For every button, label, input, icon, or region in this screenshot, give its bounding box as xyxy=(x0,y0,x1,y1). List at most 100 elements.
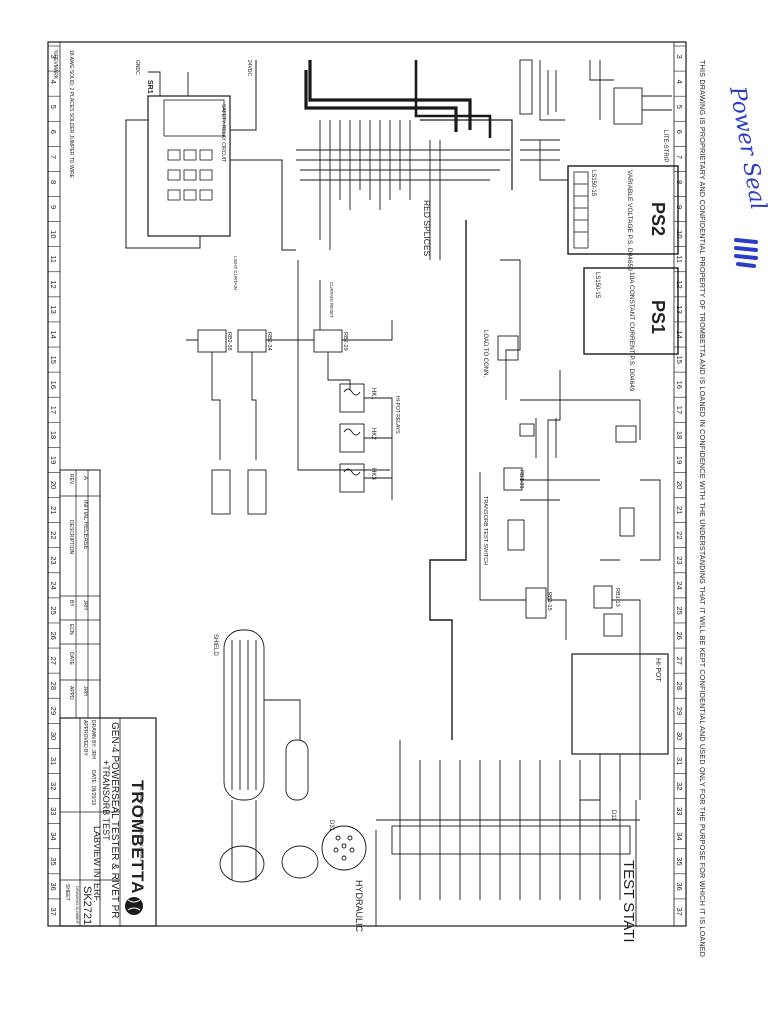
ruler-number: 15 xyxy=(49,356,58,364)
description-value: INITIAL RELEASE xyxy=(82,500,88,549)
hipot-relays xyxy=(339,383,393,500)
ruler-number: 16 xyxy=(49,381,58,389)
ruler-number: 10 xyxy=(675,230,684,238)
ruler-number: 24 xyxy=(675,581,684,589)
rev-value: A xyxy=(82,476,88,480)
hk1-label: HK1 xyxy=(370,388,376,400)
load-to-conn-label: LOAD TO CONN. xyxy=(482,330,488,377)
red-splices-label: RED SPLICES xyxy=(422,200,432,257)
ruler-number: 21 xyxy=(49,506,58,514)
ruler-number: 9 xyxy=(49,205,58,209)
light-curtain-label: LIGHT CURTAIN xyxy=(233,256,238,290)
ruler-number: 28 xyxy=(675,682,684,690)
rb1-13-label: RB1-13 xyxy=(614,588,620,607)
ruler-number: 20 xyxy=(49,481,58,489)
ruler-number: 35 xyxy=(49,857,58,865)
ruler-number: 29 xyxy=(675,707,684,715)
ruler-number: 16 xyxy=(675,381,684,389)
ruler-number: 8 xyxy=(675,180,684,184)
proprietary-notice: THIS DRAWING IS PROPRIETARY AND CONFIDEN… xyxy=(698,60,707,957)
ruler-number: 25 xyxy=(675,606,684,614)
ruler-number: 36 xyxy=(675,882,684,890)
ps1-title: PS1 xyxy=(648,300,668,334)
ruler-number: 27 xyxy=(675,657,684,665)
ruler-number: 13 xyxy=(675,305,684,313)
ruler-number: 32 xyxy=(49,782,58,790)
shield-label: SHIELD xyxy=(212,634,218,656)
approved-by: APPROVED BY xyxy=(82,720,88,757)
ruler-number: 36 xyxy=(49,882,58,890)
ruler-number: 19 xyxy=(49,456,58,464)
terminal-block-d11 xyxy=(375,740,640,926)
company-tagline: DC Power Solutions for a Harsh World xyxy=(139,784,144,861)
appd-value: JRH xyxy=(82,686,88,696)
hipot-label: HI-POT xyxy=(654,658,661,682)
handwritten-note: Power Seal xyxy=(724,84,768,212)
drawing-no-label: DRAWING NUMBER xyxy=(75,886,80,924)
by-value: JRH xyxy=(82,600,88,610)
ps2-power-supply: PS2 VARIABLE VOLTAGE P.S. D04650 LS150-1… xyxy=(567,165,679,271)
title-line-2: +TRANSORB TEST xyxy=(101,760,111,841)
ruler-number: 12 xyxy=(675,280,684,288)
ruler-number: 22 xyxy=(49,531,58,539)
ruler-number: 34 xyxy=(49,832,58,840)
drawing-date: DATE: 08/20/19 xyxy=(90,770,96,805)
ruler-number: 3 xyxy=(675,55,684,59)
light-strip-label: LITE-STRIP xyxy=(662,130,668,162)
test-station-label: TEST STATI xyxy=(620,860,637,943)
d31-label: D31 xyxy=(328,820,334,832)
gndc-label: GNDC xyxy=(134,60,140,75)
sheet-label: SHEET xyxy=(64,884,70,901)
drawing-number: SK2721 xyxy=(81,886,93,925)
transorb-switch-label: TRANSORB TEST SWITCH xyxy=(482,496,488,565)
company-logo-globe-icon xyxy=(125,897,143,915)
ruler-number: 30 xyxy=(49,732,58,740)
ecn-header: ECN xyxy=(68,624,74,635)
ruler-number: 9 xyxy=(675,205,684,209)
ps2-title: PS2 xyxy=(648,202,668,236)
hipot-relays-label: HI-POT RELAYS xyxy=(394,396,400,434)
safety-relay-sr1 xyxy=(125,60,296,251)
ruler-number: 23 xyxy=(49,556,58,564)
safety-relay-label: SAFETY RELAY CIRCUIT xyxy=(220,104,226,162)
curtain-reset-label: CURTAIN RESET xyxy=(329,282,334,318)
ruler-number: 5 xyxy=(675,105,684,109)
scribble-mark xyxy=(734,238,758,268)
v24dc-label: 24VDC xyxy=(246,60,252,77)
hk2-label: HK2 xyxy=(370,428,376,440)
ruler-number: 4 xyxy=(675,80,684,84)
ruler-number: 18 xyxy=(675,431,684,439)
by-header: BY xyxy=(68,600,74,607)
wire-note: 18 AWG SOLID, 2 PLACES SOLDER JUMPER TO … xyxy=(68,50,74,179)
ruler-number: 17 xyxy=(49,406,58,414)
rb1-15-label: RB1-15 xyxy=(546,592,552,611)
ruler-number: 27 xyxy=(49,657,58,665)
ruler-number: 21 xyxy=(675,506,684,514)
d11-label: D11 xyxy=(610,810,616,821)
ruler-number: 13 xyxy=(49,305,58,313)
ruler-number: 34 xyxy=(675,832,684,840)
ruler-number: 23 xyxy=(675,556,684,564)
ruler-number: 8 xyxy=(49,180,58,184)
title-line-3: LABVIEW INTERF. xyxy=(92,826,102,903)
ruler-number: 37 xyxy=(49,907,58,915)
ruler-number: 6 xyxy=(675,130,684,134)
ruler-number: 37 xyxy=(675,907,684,915)
ruler-number: 14 xyxy=(675,330,684,338)
ruler-number: 14 xyxy=(49,330,58,338)
date-header: DATE xyxy=(68,652,74,666)
wire-harness xyxy=(296,60,513,260)
ruler-number: 31 xyxy=(675,757,684,765)
ps1-desc: 10A CONSTANT CURRENT P.S. D04649 xyxy=(628,272,635,392)
ps1-power-supply: PS1 10A CONSTANT CURRENT P.S. D04649 LS1… xyxy=(583,267,679,392)
rb1-31-label: RB1-31 xyxy=(518,470,524,489)
ruler-number: 15 xyxy=(675,356,684,364)
drawn-by: DRAWN BY: JRH xyxy=(90,720,96,759)
ruler-number: 30 xyxy=(675,732,684,740)
ruler-number: 26 xyxy=(49,632,58,640)
ruler-number: 19 xyxy=(675,456,684,464)
ruler-number: 29 xyxy=(49,707,58,715)
appd-header: APPD xyxy=(68,686,74,700)
